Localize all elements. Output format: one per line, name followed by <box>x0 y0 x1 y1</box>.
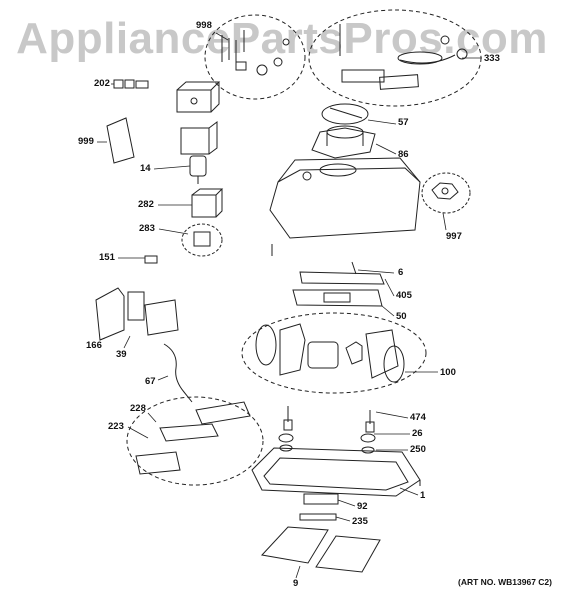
junction-box <box>176 81 221 113</box>
callout-6: 6 <box>398 267 404 278</box>
control-board-166 <box>95 287 179 341</box>
callout-283: 283 <box>139 223 155 234</box>
callout-202: 202 <box>94 78 110 89</box>
wire-harness-67 <box>163 343 193 403</box>
screw-6 <box>351 261 357 275</box>
lamp-clips-202 <box>113 79 149 89</box>
transformer-282 <box>191 188 224 218</box>
damper-57 <box>321 103 369 125</box>
nut-997 <box>421 172 471 214</box>
callout-92: 92 <box>357 501 368 512</box>
hardware-kit-998 <box>204 14 306 100</box>
callout-998: 998 <box>196 20 212 31</box>
callout-235: 235 <box>352 516 368 527</box>
callout-57: 57 <box>398 117 409 128</box>
lens-bracket-235 <box>299 513 337 521</box>
bottom-panel-1 <box>251 447 421 497</box>
hood-housing <box>269 157 421 239</box>
callout-999: 999 <box>78 136 94 147</box>
callout-250: 250 <box>410 444 426 455</box>
callout-997: 997 <box>446 231 462 242</box>
owner-manual-999 <box>106 117 135 164</box>
callout-9: 9 <box>293 578 299 589</box>
lamp-socket-474 <box>283 406 375 433</box>
callout-1: 1 <box>420 490 426 501</box>
keypad-223 <box>135 451 181 475</box>
callout-14: 14 <box>140 163 151 174</box>
art-number: (ART NO. WB13967 C2) <box>458 577 552 587</box>
duct-collar-86 <box>311 125 376 159</box>
callout-151: 151 <box>99 252 115 263</box>
callout-228: 228 <box>130 403 146 414</box>
callout-50: 50 <box>396 311 407 322</box>
lamp-socket-151 <box>144 255 158 264</box>
switch-board-228 <box>126 396 264 486</box>
motor-plate-window <box>323 292 351 303</box>
motor-plate-50 <box>292 289 383 307</box>
callout-26: 26 <box>412 428 423 439</box>
callout-282: 282 <box>138 199 154 210</box>
callout-166: 166 <box>86 340 102 351</box>
grease-filters-9 <box>261 526 381 573</box>
callout-100: 100 <box>440 367 456 378</box>
capacitor-14 <box>189 155 207 184</box>
callout-333: 333 <box>484 53 500 64</box>
lamp-lens-92 <box>303 493 339 505</box>
wiring-kit-333 <box>308 9 482 107</box>
switch-bracket <box>180 121 218 155</box>
callout-223: 223 <box>108 421 124 432</box>
switch-283 <box>181 223 223 257</box>
blower-assembly-100 <box>241 312 427 394</box>
callout-405: 405 <box>396 290 412 301</box>
callout-67: 67 <box>145 376 156 387</box>
watermark: AppliancePartsPros.com <box>16 14 548 63</box>
callout-474: 474 <box>410 412 426 423</box>
plate-405 <box>299 271 385 285</box>
callout-39: 39 <box>116 349 127 360</box>
callout-86: 86 <box>398 149 409 160</box>
leader-lines <box>97 32 482 579</box>
